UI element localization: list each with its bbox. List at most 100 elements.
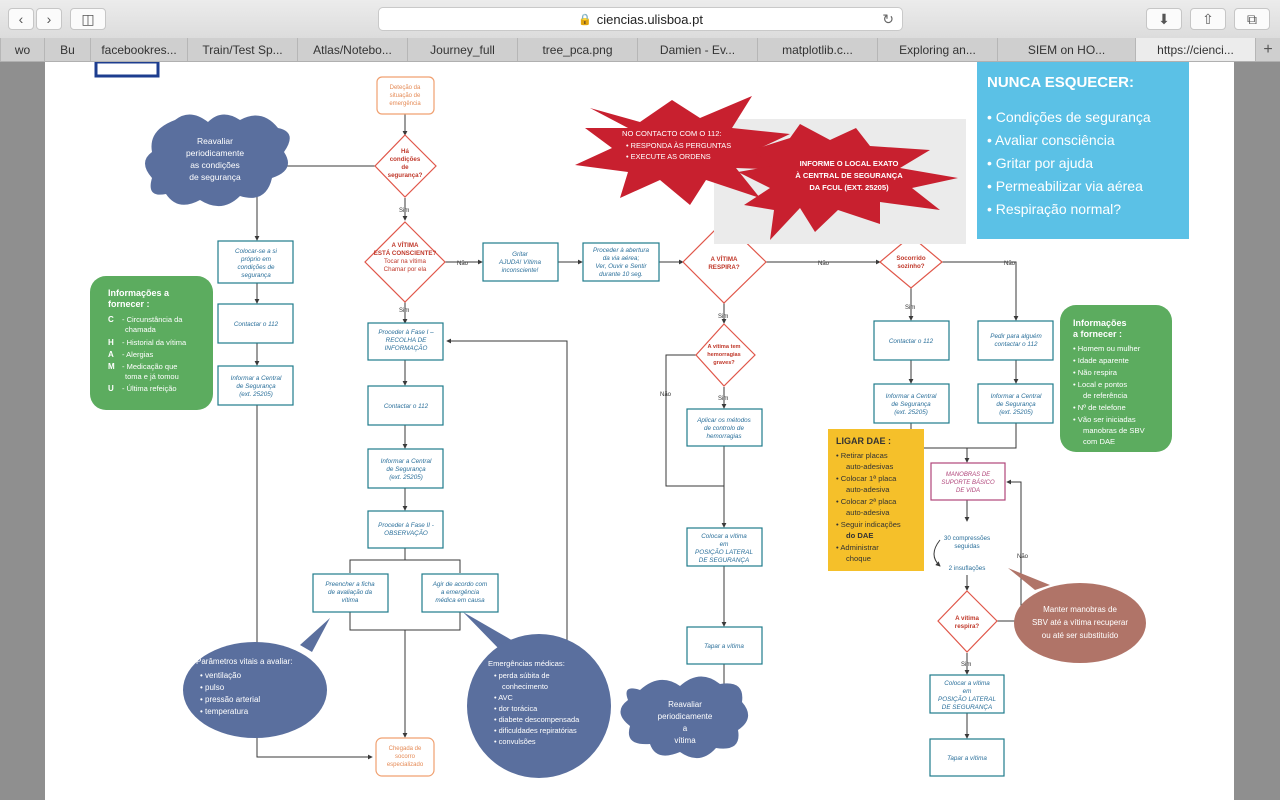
- svg-text:• Administrar: • Administrar: [836, 543, 879, 552]
- svg-text:• EXECUTE AS ORDENS: • EXECUTE AS ORDENS: [626, 152, 711, 161]
- svg-text:• RESPONDA ÀS PERGUNTAS: • RESPONDA ÀS PERGUNTAS: [626, 141, 731, 150]
- svg-text:Reavaliar: Reavaliar: [197, 136, 233, 146]
- svg-text:socorro: socorro: [395, 754, 416, 760]
- reload-icon[interactable]: ↻: [882, 11, 894, 27]
- svg-text:• Homem ou mulher: • Homem ou mulher: [1073, 344, 1141, 353]
- box-gritar-ajuda: Gritar AJUDA! Vítima inconsciente!: [482, 242, 559, 282]
- svg-text:graves?: graves?: [713, 360, 735, 366]
- tab[interactable]: Train/Test Sp...: [187, 38, 297, 61]
- tabs-overview-button[interactable]: ⧉: [1234, 8, 1270, 30]
- svg-text:• Colocar 1ª placa: • Colocar 1ª placa: [836, 474, 897, 483]
- card-nunca-esquecer: NUNCA ESQUECER: • Condições de segurança…: [977, 62, 1189, 239]
- svg-text:• Permeabilizar via aérea: • Permeabilizar via aérea: [987, 178, 1143, 194]
- svg-text:• ventilação: • ventilação: [200, 671, 242, 680]
- svg-text:• Nº de telefone: • Nº de telefone: [1073, 403, 1126, 412]
- tab[interactable]: Journey_full: [407, 38, 517, 61]
- svg-text:chamada: chamada: [125, 325, 157, 334]
- back-button[interactable]: ‹: [8, 8, 34, 30]
- tab-bar: wo Bu facebookres... Train/Test Sp... At…: [0, 38, 1280, 62]
- svg-text:Informar a Central: Informar a Central: [886, 393, 937, 400]
- forward-button[interactable]: ›: [36, 8, 62, 30]
- box-contactar-112-b: Contactar o 112: [367, 385, 444, 426]
- address-bar[interactable]: 🔒 ciencias.ulisboa.pt ↻: [378, 7, 903, 31]
- decision-socorrido-sozinho: Socorrido sozinho?: [879, 235, 943, 289]
- svg-text:- Última refeição: - Última refeição: [122, 384, 177, 393]
- tab[interactable]: Atlas/Notebo...: [297, 38, 407, 61]
- browser-toolbar: ‹ › ◫ 🔒 ciencias.ulisboa.pt ↻ ⬇ ⇧ ⧉: [0, 0, 1280, 39]
- decision-vitima-respira: A VÍTIMA RESPIRA?: [682, 220, 767, 304]
- svg-text:Tapar a vítima: Tapar a vítima: [704, 643, 744, 650]
- svg-text:hemorragias: hemorragias: [707, 433, 743, 440]
- svg-text:a: a: [683, 724, 688, 733]
- tab[interactable]: Bu: [44, 38, 90, 61]
- svg-text:DE SEGURANÇA: DE SEGURANÇA: [699, 557, 749, 564]
- connector-lines: [254, 114, 1022, 760]
- page-gutter-left: [0, 62, 45, 800]
- tab[interactable]: Exploring an...: [877, 38, 997, 61]
- svg-text:A vítima: A vítima: [955, 615, 979, 622]
- svg-text:Proceder à abertura: Proceder à abertura: [593, 247, 650, 254]
- sidebar-button[interactable]: ◫: [70, 8, 106, 30]
- svg-text:Tapar a vítima: Tapar a vítima: [947, 755, 987, 762]
- share-button[interactable]: ⇧: [1190, 8, 1226, 30]
- tab[interactable]: tree_pca.png: [517, 38, 637, 61]
- chevron-right-icon: ›: [46, 11, 52, 27]
- compressoes-text: 30 compressões: [944, 535, 990, 542]
- tab[interactable]: matplotlib.c...: [757, 38, 877, 61]
- svg-text:a emergência: a emergência: [441, 589, 480, 596]
- svg-text:• Colocar 2ª placa: • Colocar 2ª placa: [836, 497, 897, 506]
- decision-condicoes-seguranca: Há condições de segurança?: [374, 134, 437, 198]
- svg-text:Proceder à Fase II -: Proceder à Fase II -: [378, 522, 434, 529]
- svg-text:Gritar: Gritar: [512, 251, 529, 258]
- tab[interactable]: Damien - Ev...: [637, 38, 757, 61]
- svg-text:de Segurança: de Segurança: [386, 466, 426, 473]
- svg-text:- Alergias: - Alergias: [122, 350, 154, 359]
- box-manobras-sbv: MANOBRAS DE SUPORTE BÁSICO DE VIDA: [930, 462, 1006, 501]
- tab[interactable]: SIEM on HO...: [997, 38, 1135, 61]
- svg-text:fornecer :: fornecer :: [108, 299, 150, 309]
- svg-text:de segurança: de segurança: [189, 172, 241, 182]
- tab[interactable]: facebookres...: [90, 38, 187, 61]
- svg-text:Informar a Central: Informar a Central: [381, 458, 432, 465]
- svg-text:as condições: as condições: [190, 160, 240, 170]
- svg-text:A VÍTIMA: A VÍTIMA: [392, 241, 419, 249]
- svg-text:Agir de acordo com: Agir de acordo com: [432, 581, 488, 588]
- svg-text:de Segurança: de Segurança: [891, 401, 931, 408]
- label-sim: Sim: [905, 305, 915, 311]
- svg-text:Emergências médicas:: Emergências médicas:: [488, 659, 565, 668]
- tab-active[interactable]: https://cienci...: [1135, 38, 1255, 61]
- svg-text:Informações: Informações: [1073, 318, 1127, 328]
- new-tab-button[interactable]: +: [1255, 38, 1280, 61]
- page-gutter-right: [1234, 62, 1280, 800]
- svg-text:a fornecer :: a fornecer :: [1073, 329, 1122, 339]
- box-fase-1: Proceder à Fase I – RECOLHA DE INFORMAÇÃ…: [367, 322, 444, 361]
- svg-text:• AVC: • AVC: [494, 693, 514, 702]
- svg-text:• Condições de segurança: • Condições de segurança: [987, 109, 1151, 125]
- note-parametros-vitais: Parâmetros vitais a avaliar: • ventilaçã…: [183, 618, 330, 738]
- svg-text:Manter manobras de: Manter manobras de: [1043, 605, 1117, 614]
- svg-text:de: de: [401, 164, 409, 171]
- chevron-left-icon: ‹: [18, 11, 24, 27]
- svg-text:• dificuldades repiratórias: • dificuldades repiratórias: [494, 726, 577, 735]
- svg-text:• Avaliar consciência: • Avaliar consciência: [987, 132, 1115, 148]
- svg-text:Contactar o 112: Contactar o 112: [234, 321, 279, 328]
- svg-text:vítima: vítima: [674, 736, 696, 745]
- card-ligar-dae: LIGAR DAE : • Retirar placas auto-adesiv…: [828, 429, 924, 571]
- svg-text:segurança: segurança: [241, 272, 271, 279]
- svg-text:Socorrido: Socorrido: [896, 255, 925, 262]
- label-sim: Sim: [399, 308, 409, 314]
- svg-text:Ver, Ouvir e Sentir: Ver, Ouvir e Sentir: [595, 263, 647, 270]
- box-informar-central-a: Informar a Central de Segurança (ext. 25…: [217, 365, 294, 406]
- svg-text:- Historial da vítima: - Historial da vítima: [122, 338, 187, 347]
- svg-text:Colocar-se a si: Colocar-se a si: [235, 248, 277, 255]
- box-preencher-ficha: Preencher a ficha de avaliação da vítima: [312, 573, 389, 613]
- svg-text:em: em: [963, 688, 972, 695]
- flowchart: Não Sim Não Sim Não Sim Não Sim Sim Não …: [90, 62, 1189, 778]
- tab[interactable]: wo: [0, 38, 44, 61]
- downloads-button[interactable]: ⬇: [1146, 8, 1182, 30]
- svg-text:Colocar a vítima: Colocar a vítima: [944, 680, 990, 687]
- url-text: ciencias.ulisboa.pt: [596, 11, 703, 27]
- svg-text:Informar a Central: Informar a Central: [991, 393, 1042, 400]
- svg-text:(ext. 25205): (ext. 25205): [389, 474, 423, 481]
- start-deteccao: Deteção da situação de emergência: [376, 76, 435, 115]
